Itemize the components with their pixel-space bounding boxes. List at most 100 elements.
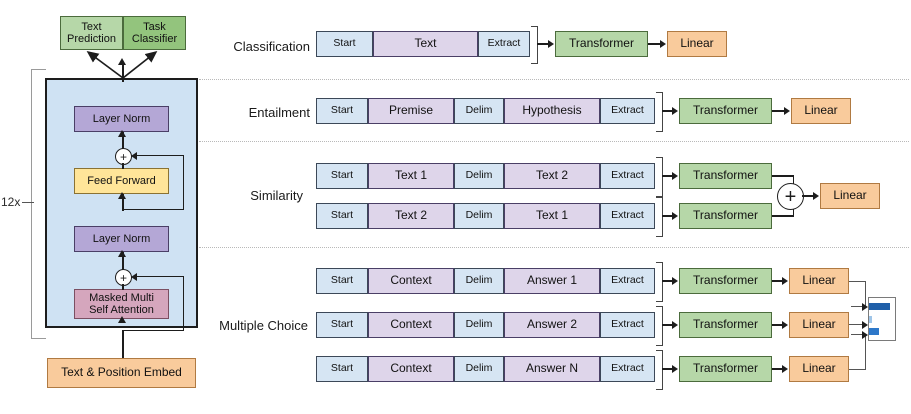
arrowhead-linear-sim <box>813 191 819 200</box>
ffn-in-arrowhead <box>118 192 127 199</box>
linear-mc-1: Linear <box>789 268 849 294</box>
arrowhead-transformer-mc-3 <box>672 365 678 373</box>
arrowhead-linear-mc-2 <box>782 321 788 329</box>
arrowhead-linear-mc-1 <box>782 277 788 285</box>
separator-2 <box>199 141 909 142</box>
task-label-multiple-choice: Multiple Choice <box>219 318 308 333</box>
linear-entailment: Linear <box>791 98 851 124</box>
attn-out-line <box>122 284 124 290</box>
token-context: Context <box>368 312 454 338</box>
arrowhead-transformer-sim-1 <box>672 172 678 180</box>
transformer-mc-3: Transformer <box>679 356 772 382</box>
ffn-skip-bottom <box>122 209 184 211</box>
layer-norm-top: Layer Norm <box>74 106 169 132</box>
attn-skip-arrowhead <box>131 272 137 281</box>
ln-bottom-input-line <box>122 252 124 270</box>
sequence-bracket-mc-3 <box>656 350 663 390</box>
transformer-mc-1: Transformer <box>679 268 772 294</box>
task-label-entailment: Entailment <box>248 105 310 120</box>
ffn-out-line <box>122 163 124 169</box>
token-start: Start <box>316 356 368 382</box>
token-extract: Extract <box>600 203 655 229</box>
masked-self-attention-block: Masked Multi Self Attention <box>74 289 169 319</box>
token-extract: Extract <box>600 98 655 124</box>
sequence-bracket-similarity-1 <box>656 157 663 197</box>
sequence-bracket-classification <box>531 26 538 64</box>
token-text: Text <box>373 31 478 57</box>
task-label-classification: Classification <box>233 39 310 54</box>
sim-merge-top <box>772 175 794 177</box>
ffn-skip-arrowhead <box>131 151 137 160</box>
token-hypothesis: Hypothesis <box>504 98 600 124</box>
residual-add-attention: + <box>115 269 132 286</box>
head-fanout-arrows <box>86 50 158 79</box>
token-delim: Delim <box>454 163 504 189</box>
task-label-similarity: Similarity <box>250 188 303 203</box>
embed-to-block-arrowhead <box>118 316 127 323</box>
block-output-line <box>122 62 124 82</box>
token-start: Start <box>316 312 368 338</box>
token-answer-2: Answer 2 <box>504 312 600 338</box>
token-context: Context <box>368 356 454 382</box>
arrow-to-linear-ent <box>772 110 786 112</box>
arrowhead-linear-cls <box>660 40 666 48</box>
ffn-skip-right <box>183 155 185 210</box>
token-delim: Delim <box>454 312 504 338</box>
ln-bottom-arrowhead <box>118 250 127 257</box>
token-text-1: Text 1 <box>368 163 454 189</box>
token-delim: Delim <box>454 268 504 294</box>
token-start: Start <box>316 203 368 229</box>
repeat-count-label: 12x <box>1 195 21 209</box>
token-text-2: Text 2 <box>504 163 600 189</box>
attn-skip-bottom <box>122 330 184 332</box>
token-extract: Extract <box>600 312 655 338</box>
arrow-to-linear-sim <box>802 195 815 197</box>
softmax-bar-3 <box>869 328 879 335</box>
transformer-similarity-2: Transformer <box>679 203 772 229</box>
mc-wire-top-into <box>851 306 866 308</box>
mc-wire-bot-h <box>849 369 866 371</box>
separator-3 <box>199 247 909 248</box>
token-start: Start <box>316 31 373 57</box>
transformer-entailment: Transformer <box>679 98 772 124</box>
token-answer-1: Answer 1 <box>504 268 600 294</box>
feed-forward-block: Feed Forward <box>74 168 169 194</box>
linear-mc-2: Linear <box>789 312 849 338</box>
arrow-to-linear-cls <box>648 43 662 45</box>
transformer-mc-2: Transformer <box>679 312 772 338</box>
arrow-to-transformer-mc-2 <box>662 324 674 326</box>
token-start: Start <box>316 163 368 189</box>
mc-wire-bot-into <box>851 334 866 336</box>
arrowhead-linear-mc-3 <box>782 365 788 373</box>
text-position-embed-block: Text & Position Embed <box>47 358 196 388</box>
task-classifier-head: Task Classifier <box>123 16 186 50</box>
arrow-to-linear-mc-1 <box>772 280 784 282</box>
token-extract: Extract <box>600 163 655 189</box>
embed-to-block-line <box>122 330 124 358</box>
attn-skip-right <box>183 276 185 331</box>
mc-wire-top-v <box>865 281 867 307</box>
token-delim: Delim <box>454 98 504 124</box>
repeat-bracket <box>31 69 46 339</box>
arrowhead-softmax-2 <box>862 320 868 329</box>
arrow-to-transformer-sim-1 <box>662 175 674 177</box>
sequence-bracket-mc-2 <box>656 306 663 346</box>
arrowhead-softmax-1 <box>862 302 868 311</box>
repeat-tick <box>22 202 34 204</box>
block-output-arrowhead <box>118 58 127 65</box>
ln-top-arrowhead <box>118 130 127 137</box>
sequence-bracket-entailment <box>656 92 663 132</box>
arrowhead-linear-ent <box>784 107 790 115</box>
arrowhead-transformer-cls <box>548 40 554 48</box>
sim-merge-bottom <box>772 215 794 217</box>
token-text-2: Text 2 <box>368 203 454 229</box>
token-context: Context <box>368 268 454 294</box>
linear-similarity: Linear <box>820 183 880 209</box>
softmax-bar-2 <box>869 316 872 323</box>
token-premise: Premise <box>368 98 454 124</box>
token-extract: Extract <box>600 356 655 382</box>
token-delim: Delim <box>454 203 504 229</box>
arrow-to-transformer-mc-3 <box>662 368 674 370</box>
transformer-classification: Transformer <box>555 31 648 57</box>
mc-wire-bot-v <box>865 335 867 370</box>
